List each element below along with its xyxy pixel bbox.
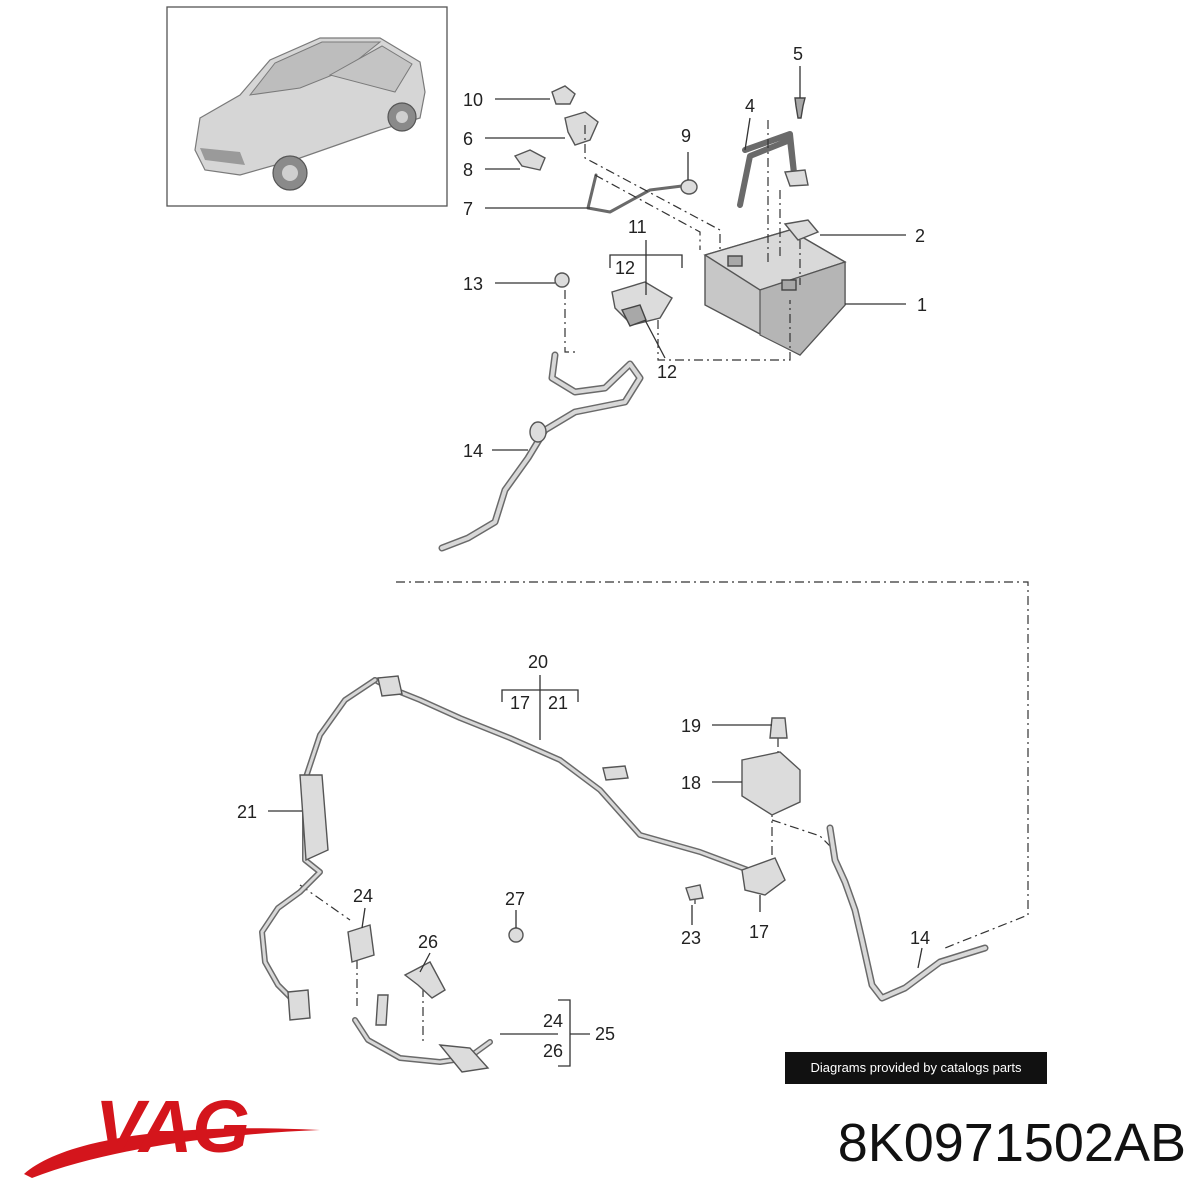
callout-23: 23 — [681, 928, 701, 948]
callout-24: 24 — [353, 886, 373, 906]
callout-12-top: 12 — [615, 258, 635, 278]
callout-21: 21 — [237, 802, 257, 822]
bracket-part-26 — [403, 961, 446, 999]
part-number: 8K0971502AB — [837, 1113, 1186, 1173]
nut-part-19 — [769, 717, 788, 739]
leader-lines — [268, 66, 923, 1067]
terminal-part-6 — [564, 111, 599, 146]
callout-18: 18 — [681, 773, 701, 793]
callout-1: 1 — [917, 295, 927, 315]
cable-part-7 — [586, 173, 684, 214]
cable-part-14-upper — [438, 351, 644, 552]
wiring-harness-part-20 — [259, 675, 751, 1021]
grommet-part-27 — [508, 927, 524, 943]
callout-21-bracket: 21 — [548, 693, 568, 713]
callout-17: 17 — [749, 922, 769, 942]
connection-lines — [299, 120, 1029, 1044]
terminal-part-12 — [611, 281, 673, 327]
callout-4: 4 — [745, 96, 755, 116]
cable-part-14-lower — [826, 824, 989, 1002]
callout-14-lower: 14 — [910, 928, 930, 948]
clip-part-23 — [685, 884, 704, 901]
callout-12-bottom: 12 — [657, 362, 677, 382]
callout-24-bracket: 24 — [543, 1011, 563, 1031]
terminal-part-17 — [741, 857, 786, 896]
clip-part-8 — [513, 149, 546, 171]
callout-27: 27 — [505, 889, 525, 909]
callout-10: 10 — [463, 90, 483, 110]
bracket-part-24 — [347, 924, 375, 963]
callout-6: 6 — [463, 129, 473, 149]
bolt-part-5 — [794, 97, 806, 119]
callout-26: 26 — [418, 932, 438, 952]
callout-17-bracket: 17 — [510, 693, 530, 713]
callout-20: 20 — [528, 652, 548, 672]
callout-13: 13 — [463, 274, 483, 294]
grommet-part-9 — [680, 179, 698, 195]
strap-part-4 — [737, 131, 809, 208]
callout-11: 11 — [628, 217, 647, 237]
vag-logo-text: VAG — [95, 1085, 250, 1168]
callout-labels: 1 2 4 5 6 7 8 9 10 11 12 12 13 14 14 17 … — [237, 44, 930, 1061]
callout-5: 5 — [793, 44, 803, 64]
callout-19: 19 — [681, 716, 701, 736]
callout-25: 25 — [595, 1024, 615, 1044]
vag-logo: VAG — [24, 1085, 320, 1178]
watermark-banner: Diagrams provided by catalogs parts — [785, 1052, 1047, 1084]
callout-9: 9 — [681, 126, 691, 146]
clamp-part-10 — [551, 85, 576, 105]
callout-7: 7 — [463, 199, 473, 219]
nut-part-13 — [554, 272, 570, 288]
callout-14-upper: 14 — [463, 441, 483, 461]
callout-26-bracket: 26 — [543, 1041, 563, 1061]
vehicle-thumbnail — [166, 6, 448, 207]
callout-2: 2 — [915, 226, 925, 246]
wiring-harness-part-25 — [352, 994, 493, 1073]
battery — [703, 229, 847, 356]
cover-part-18 — [741, 751, 801, 816]
cover-part-2 — [783, 219, 820, 241]
callout-8: 8 — [463, 160, 473, 180]
